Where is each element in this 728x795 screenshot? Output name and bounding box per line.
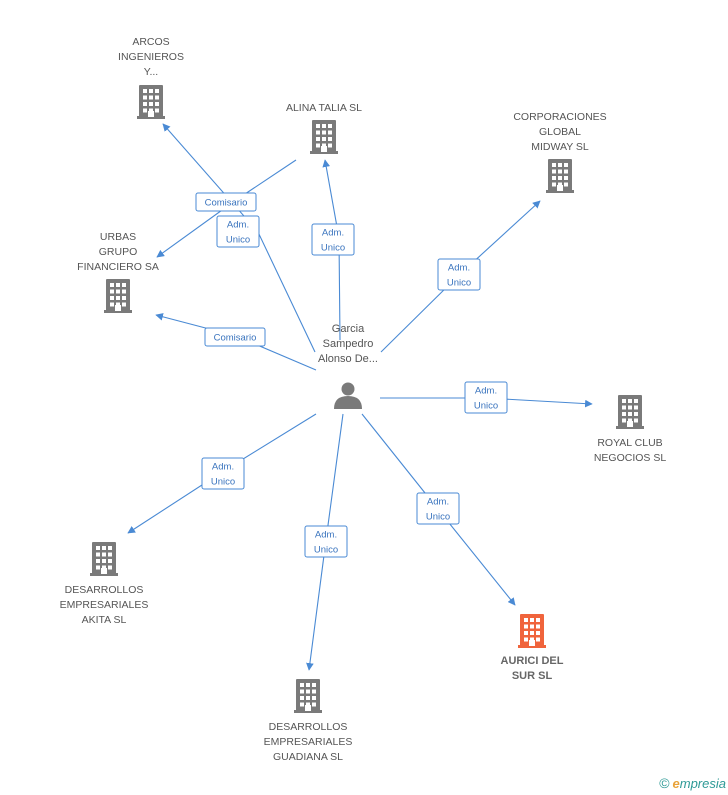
building-icon [90,542,118,576]
relation-text: Adm. [227,220,249,231]
company-label: DESARROLLOS [269,721,348,733]
company-label: EMPRESARIALES [264,736,353,748]
relation-text: Adm. [475,386,497,397]
company-label: Y... [144,66,158,78]
company-node-guadiana[interactable]: DESARROLLOS EMPRESARIALES GUADIANA SL [264,679,353,763]
building-icon [104,279,132,313]
relation-text: Unico [314,545,338,556]
nodes-layer: ARCOS INGENIEROS Y... ALINA TALIA SL CORPORA… [60,36,667,763]
relation-box [437,258,481,291]
company-label: FINANCIERO SA [77,261,159,273]
company-node-royal[interactable]: ROYAL CLUB NEGOCIOS SL [594,395,667,464]
building-icon [310,120,338,154]
person-label: Garcia [332,323,365,335]
company-label: GRUPO [99,246,138,258]
building-icon [546,159,574,193]
relation-text: Adm. [315,530,337,541]
person-label: Sampedro [323,338,374,350]
relation-text: Unico [426,512,450,523]
company-node-akita[interactable]: DESARROLLOS EMPRESARIALES AKITA SL [60,542,149,626]
building-icon [518,614,546,648]
relation-text: Adm. [427,497,449,508]
company-label: GLOBAL [539,126,581,138]
relation-text: Adm. [212,462,234,473]
relation-label-royal[interactable]: Adm. Unico [464,381,508,414]
relation-label-urbas[interactable]: Comisario [204,327,266,347]
company-label: INGENIEROS [118,51,184,63]
relation-label-aurici[interactable]: Adm. Unico [416,492,460,525]
company-label: GUADIANA SL [273,751,343,763]
company-node-arcos[interactable]: ARCOS INGENIEROS Y... [118,36,184,119]
relation-box [416,492,460,525]
person-icon [334,382,362,409]
relation-text: Adm. [322,228,344,239]
relation-text: Unico [447,278,471,289]
relation-label-guadiana[interactable]: Adm. Unico [304,525,348,558]
company-label: SUR SL [512,670,553,682]
company-node-aurici[interactable]: AURICI DEL SUR SL [501,614,564,682]
company-label: ALINA TALIA SL [286,102,362,114]
relation-text: Unico [321,243,345,254]
building-icon [137,85,165,119]
building-icon [294,679,322,713]
company-label: URBAS [100,231,136,243]
company-node-alina[interactable]: ALINA TALIA SL [286,102,362,154]
relation-box [464,381,508,414]
relation-label-akita[interactable]: Adm. Unico [201,457,245,490]
relation-label-urbas[interactable]: Comisario [195,192,257,212]
company-label: MIDWAY SL [531,141,589,153]
company-node-urbas[interactable]: URBAS GRUPO FINANCIERO SA [77,231,159,313]
relation-labels-layer: Adm.UnicoComisarioAdm.UnicoAdm.UnicoComi… [195,192,508,558]
company-label: EMPRESARIALES [60,599,149,611]
copyright-icon: © [659,775,670,791]
building-icon [616,395,644,429]
company-node-corporaciones[interactable]: CORPORACIONES GLOBAL MIDWAY SL [513,111,607,193]
company-label: AKITA SL [82,614,127,626]
relation-label-corporaciones[interactable]: Adm. Unico [437,258,481,291]
relation-box [204,327,266,347]
relation-text: Adm. [448,263,470,274]
relation-label-arcos[interactable]: Adm. Unico [216,215,260,248]
footer-brand[interactable]: ©empresia [659,775,726,791]
brand-name: mpresia [679,776,726,791]
company-label: DESARROLLOS [65,584,144,596]
company-label: ROYAL CLUB [597,437,662,449]
relation-box [195,192,257,212]
relation-box [311,223,355,256]
relation-text: Comisario [205,198,248,209]
relation-box [201,457,245,490]
relation-box [216,215,260,248]
relation-text: Unico [211,477,235,488]
company-label: CORPORACIONES [513,111,606,123]
relation-text: Unico [474,401,498,412]
relation-text: Unico [226,235,250,246]
person-label: Alonso De... [318,353,378,365]
relation-label-alina[interactable]: Adm. Unico [311,223,355,256]
brand-initial: e [672,776,680,791]
company-label: ARCOS [132,36,169,48]
relation-box [304,525,348,558]
relation-text: Comisario [214,333,257,344]
company-label: AURICI DEL [501,655,564,667]
company-label: NEGOCIOS SL [594,452,667,464]
